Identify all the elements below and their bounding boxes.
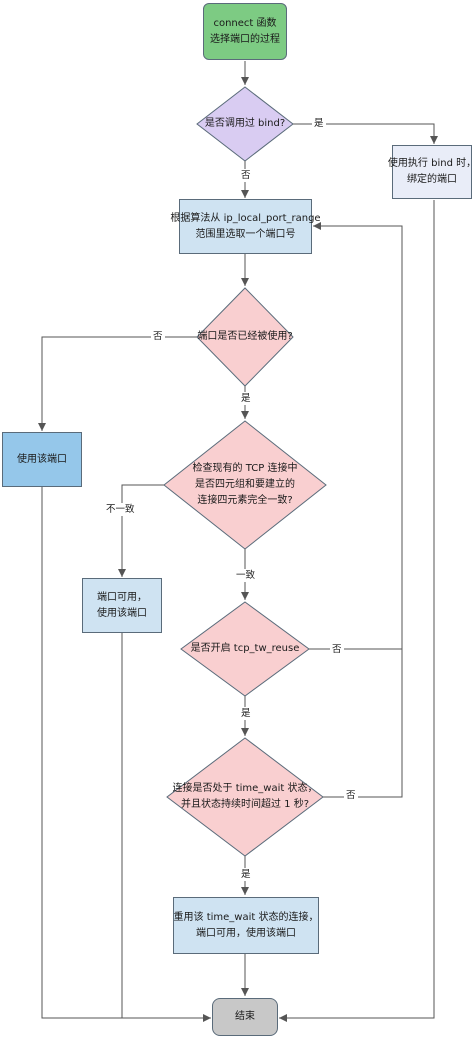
bind-check-label: 是否调用过 bind? [204, 118, 286, 129]
reuse-conn-line1: 重用该 time_wait 状态的连接， [173, 911, 319, 923]
reuse-conn-line2: 端口可用，使用该端口 [196, 927, 296, 939]
edge-not-match [118, 484, 164, 577]
time-wait-line1: 连接是否处于 time_wait 状态， [172, 783, 318, 794]
label-tw-yes: 是 [239, 868, 253, 881]
edge-tw-no [323, 649, 403, 798]
check-tcp-label: 检查现有的 TCP 连接中 是否四元组和要建立的 连接四元素完全一致? [174, 461, 316, 509]
select-port-line2: 范围里选取一个端口号 [195, 228, 296, 240]
label-reuse-no: 否 [330, 643, 344, 656]
reuse-conn-node: 重用该 time_wait 状态的连接， 端口可用，使用该端口 [173, 897, 319, 954]
label-used-yes: 是 [239, 392, 253, 405]
start-node: connect 函数 选择端口的过程 [203, 3, 287, 60]
use-port-text: 使用该端口 [17, 453, 67, 465]
start-line1: connect 函数 [213, 17, 277, 29]
check-tcp-line3: 连接四元素完全一致? [197, 495, 293, 506]
label-bind-no: 否 [239, 169, 253, 182]
select-port-line1: 根据算法从 ip_local_port_range [170, 212, 321, 224]
edge-used-no [38, 336, 197, 431]
time-wait-label: 连接是否处于 time_wait 状态， 并且状态持续时间超过 1 秒? [170, 781, 320, 813]
label-match: 一致 [234, 569, 258, 582]
bind-use-line1: 使用执行 bind 时， [387, 158, 474, 169]
end-text: 结束 [235, 1011, 255, 1022]
label-reuse-yes: 是 [239, 707, 253, 720]
start-line2: 选择端口的过程 [210, 33, 280, 45]
label-not-match: 不一致 [104, 503, 137, 516]
edge-available-to-end [121, 633, 211, 1019]
time-wait-line2: 并且状态持续时间超过 1 秒? [180, 799, 310, 810]
port-available-line2: 使用该端口 [97, 607, 147, 619]
port-available-line1: 端口可用， [97, 591, 147, 603]
check-tcp-line2: 是否四元组和要建立的 [195, 479, 295, 490]
port-used-label: 端口是否已经被使用? [197, 331, 293, 342]
edge-bind-yes [293, 123, 438, 144]
tw-reuse-label: 是否开启 tcp_tw_reuse [190, 643, 300, 654]
port-available-node: 端口可用， 使用该端口 [82, 578, 162, 633]
label-bind-yes: 是 [312, 117, 326, 130]
edge-reuse-no [309, 222, 403, 650]
connectors [38, 61, 438, 1022]
label-used-no: 否 [151, 330, 165, 343]
label-tw-no: 否 [344, 789, 358, 802]
select-port-node: 根据算法从 ip_local_port_range 范围里选取一个端口号 [170, 199, 321, 254]
bind-use-line2: 绑定的端口 [407, 174, 457, 185]
bind-use-node: 使用执行 bind 时， 绑定的端口 [388, 145, 474, 199]
check-tcp-line1: 检查现有的 TCP 连接中 [192, 463, 298, 474]
edge-bind-use-to-end [279, 200, 435, 1022]
end-node: 结束 [212, 998, 278, 1036]
use-port-node: 使用该端口 [2, 432, 82, 487]
